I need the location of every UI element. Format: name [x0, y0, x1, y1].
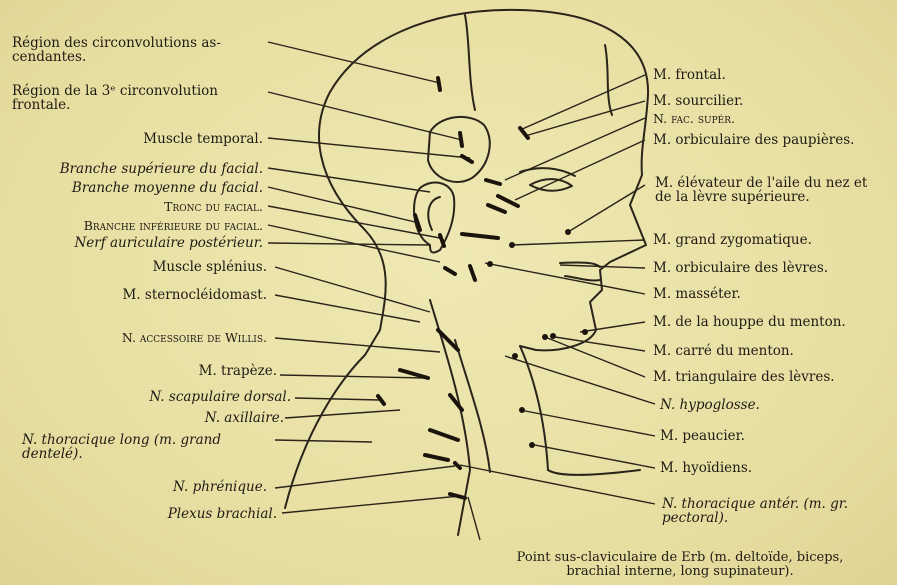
label-n-scapulaire-dorsal: N. scapulaire dorsal. — [149, 390, 291, 404]
label-m-orbiculaire-levres: M. orbiculaire des lèvres. — [653, 261, 828, 275]
label-region-3e-circonvolution-frontale: Région de la 3ᵉ circonvolution frontale. — [12, 84, 218, 112]
label-m-elevateur-aile-nez: M. élévateur de l'aile du nez et de la l… — [655, 176, 867, 204]
label-plexus-brachial: Plexus brachial. — [168, 507, 277, 521]
ear-outline — [414, 183, 454, 253]
label-tronc-du-facial: Tronc du facial. — [164, 200, 263, 214]
label-branche-superieure-facial: Branche supérieure du facial. — [60, 162, 263, 176]
label-n-hypoglosse: N. hypoglosse. — [660, 398, 760, 412]
label-m-houppe-menton: M. de la houppe du menton. — [653, 315, 846, 329]
label-n-fac-super: N. fac. supér. — [653, 112, 735, 126]
shoulder-line — [548, 470, 640, 475]
label-m-trapeze: M. trapèze. — [199, 364, 277, 378]
temporal-outline — [428, 117, 490, 182]
label-m-hyoidiens: M. hyoïdiens. — [660, 461, 752, 475]
label-branche-moyenne-facial: Branche moyenne du facial. — [72, 181, 263, 195]
label-m-frontal: M. frontal. — [653, 68, 726, 82]
label-branche-inferieure-facial: Branche inférieure du facial. — [84, 219, 263, 233]
nerve-points — [378, 78, 528, 498]
label-m-orbiculaire-paupieres: M. orbiculaire des paupières. — [653, 133, 854, 147]
label-n-accessoire-de-willis: N. accessoire de Willis. — [122, 331, 267, 345]
label-m-triangulaire-levres: M. triangulaire des lèvres. — [653, 370, 835, 384]
label-m-carre-menton: M. carré du menton. — [653, 344, 794, 358]
label-muscle-temporal: Muscle temporal. — [143, 132, 263, 146]
label-m-sourcilier: M. sourcilier. — [653, 94, 743, 108]
label-m-masseter: M. masséter. — [653, 287, 741, 301]
eye-outline — [530, 179, 572, 191]
label-m-grand-zygomatique: M. grand zygomatique. — [653, 233, 812, 247]
label-nerf-auriculaire-posterieur: Nerf auriculaire postérieur. — [74, 236, 263, 250]
label-m-peaucier: M. peaucier. — [660, 429, 745, 443]
label-n-phrenique: N. phrénique. — [173, 480, 267, 494]
label-n-axillaire: N. axillaire. — [205, 411, 284, 425]
label-m-sternocleidomast: M. sternocléidomast. — [123, 288, 267, 302]
figure-caption: Point sus-claviculaire de Erb (m. deltoï… — [470, 551, 890, 579]
label-muscle-splenius: Muscle splénius. — [153, 260, 267, 274]
label-region-circonvolutions-ascendantes: Région des circonvolutions as- cendantes… — [12, 36, 221, 64]
label-n-thoracique-anter: N. thoracique antér. (m. gr. pectoral). — [662, 497, 848, 525]
label-n-thoracique-long: N. thoracique long (m. grand dentelé). — [22, 433, 221, 461]
